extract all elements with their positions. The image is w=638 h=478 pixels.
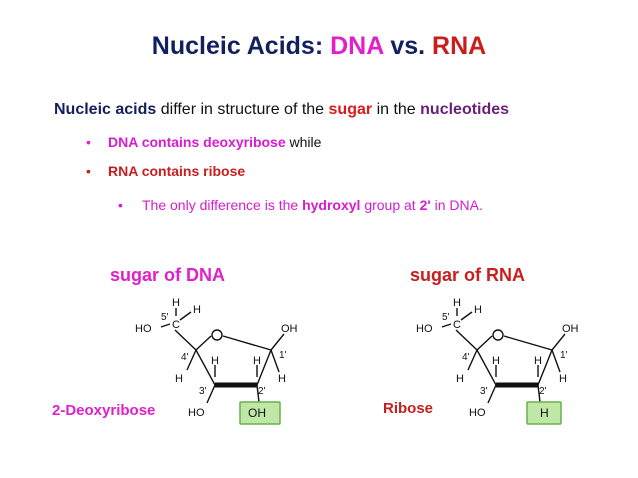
- atom-c: C: [453, 319, 461, 331]
- intro-text-1: differ in structure of the: [160, 101, 325, 118]
- title-vs: vs.: [390, 32, 426, 60]
- atom-h: H: [278, 373, 286, 385]
- intro-sugar: sugar: [328, 101, 373, 118]
- atom-h: H: [172, 297, 180, 309]
- deoxyribose-structure: H H 5' C HO OH 4' H H H 1' H 3' 2' HO OH: [135, 297, 298, 425]
- atom-h: H: [175, 373, 183, 385]
- heading-sugar-of-dna: sugar of DNA: [110, 265, 226, 285]
- label-ribose: Ribose: [383, 400, 434, 417]
- intro-text-2: in the: [376, 101, 416, 118]
- atom-h: H: [474, 304, 482, 316]
- sub-bullet-hydroxyl: hydroxyl: [302, 197, 361, 213]
- highlight-oh: OH: [248, 406, 266, 420]
- bullet-marker: •: [118, 197, 123, 213]
- carbon-5-label: 5': [442, 312, 450, 323]
- group-ho: HO: [469, 407, 486, 419]
- carbon-1-label: 1': [279, 350, 287, 361]
- title-dna: DNA: [330, 32, 384, 60]
- title-prefix: Nucleic Acids:: [151, 32, 324, 60]
- bullet-dna-bold: DNA contains deoxyribose: [108, 134, 286, 150]
- carbon-1-label: 1': [560, 350, 568, 361]
- heading-sugar-of-rna: sugar of RNA: [410, 265, 526, 285]
- carbon-3-label: 3': [480, 386, 488, 397]
- bullet-dna: • DNA contains deoxyribose while: [86, 134, 321, 150]
- intro-nucleotides: nucleotides: [420, 101, 510, 118]
- group-oh: OH: [562, 323, 579, 335]
- group-ho: HO: [188, 407, 205, 419]
- label-2-deoxyribose: 2-Deoxyribose: [52, 402, 156, 419]
- atom-h: H: [456, 373, 464, 385]
- intro-nucleic-acids: Nucleic acids: [54, 101, 157, 118]
- slide-title: Nucleic Acids: DNA vs. RNA: [0, 32, 638, 61]
- group-oh: OH: [281, 323, 298, 335]
- atom-h: H: [253, 355, 261, 367]
- carbon-3-label: 3': [199, 386, 207, 397]
- intro-sentence: Nucleic acids differ in structure of the…: [54, 101, 614, 119]
- bullet-marker: •: [86, 134, 91, 150]
- atom-c: C: [172, 319, 180, 331]
- highlight-box-h: [526, 401, 562, 425]
- carbon-2-label: 2': [539, 386, 547, 397]
- highlight-box-oh: [239, 401, 281, 425]
- atom-h: H: [453, 297, 461, 309]
- bullet-rna: • RNA contains ribose: [86, 163, 245, 179]
- carbon-4-label: 4': [181, 352, 189, 363]
- highlight-h: H: [540, 406, 549, 420]
- sub-bullet-text-e: in DNA.: [434, 197, 483, 213]
- carbon-4-label: 4': [462, 352, 470, 363]
- title-rna: RNA: [432, 32, 487, 60]
- group-ho: HO: [135, 323, 152, 335]
- bullet-rna-text: RNA contains ribose: [108, 163, 246, 179]
- carbon-5-label: 5': [161, 312, 169, 323]
- group-ho: HO: [416, 323, 433, 335]
- sub-bullet-2prime: 2': [419, 197, 431, 213]
- sub-bullet-difference: • The only difference is the hydroxyl gro…: [118, 197, 483, 213]
- atom-h: H: [492, 355, 500, 367]
- sub-bullet-text-c: group at: [364, 197, 416, 213]
- atom-h: H: [193, 304, 201, 316]
- bullet-dna-rest: while: [289, 134, 322, 150]
- carbon-2-label: 2': [258, 386, 266, 397]
- bullet-marker: •: [86, 163, 91, 179]
- atom-h: H: [534, 355, 542, 367]
- sub-bullet-text-a: The only difference is the: [142, 197, 299, 213]
- atom-h: H: [559, 373, 567, 385]
- atom-h: H: [211, 355, 219, 367]
- ribose-structure: H H 5' C HO OH 4' H H H 1' H 3' 2' HO H: [416, 297, 579, 425]
